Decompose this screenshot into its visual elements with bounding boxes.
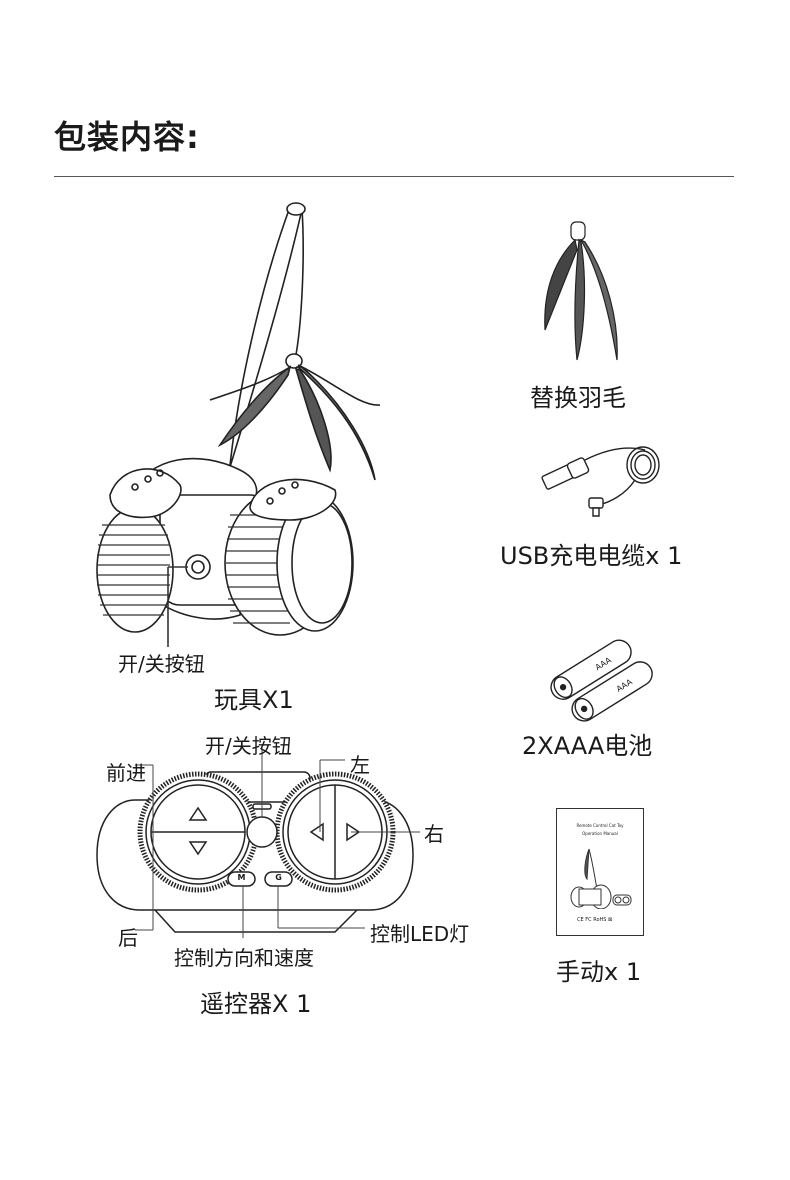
title-divider	[54, 176, 734, 177]
remote-back-label: 后	[118, 926, 138, 950]
battery-caption: 2XAAA电池	[522, 732, 653, 760]
remote-caption: 遥控器X 1	[200, 990, 312, 1018]
cat-toy-illustration	[90, 195, 370, 655]
usb-cable-illustration	[535, 440, 665, 530]
manual-cover-image	[570, 848, 632, 909]
manual-cover-title: Remote Control Cat Toy	[576, 823, 624, 828]
remote-speed-label: 控制方向和速度	[174, 946, 314, 970]
remote-led-label: 控制LED灯	[370, 922, 470, 946]
battery-illustration: AAA AAA	[540, 628, 670, 718]
manual-caption: 手动x 1	[556, 958, 642, 986]
manual-booklet: Remote Control Cat Toy Operation Manual …	[556, 808, 644, 936]
remote-m-key[interactable]: M	[237, 873, 246, 882]
remote-g-key[interactable]: G	[275, 873, 282, 882]
remote-forward-label: 前进	[106, 761, 146, 785]
remote-right-label: 右	[424, 822, 444, 846]
manual-cert-marks: CE FC RoHS ⊠	[577, 917, 613, 923]
toy-caption: 玩具X1	[214, 686, 294, 714]
page-title: 包装内容:	[54, 118, 200, 156]
feather-caption: 替换羽毛	[530, 384, 626, 412]
toy-power-button-label: 开/关按钮	[118, 652, 205, 676]
manual-cover-subtitle: Operation Manual	[582, 831, 618, 836]
usb-cable-caption: USB充电电缆x 1	[500, 542, 683, 570]
feather-illustration	[535, 220, 625, 370]
remote-illustration	[95, 760, 415, 950]
remote-left-label: 左	[350, 753, 370, 777]
remote-power-label: 开/关按钮	[205, 734, 292, 758]
